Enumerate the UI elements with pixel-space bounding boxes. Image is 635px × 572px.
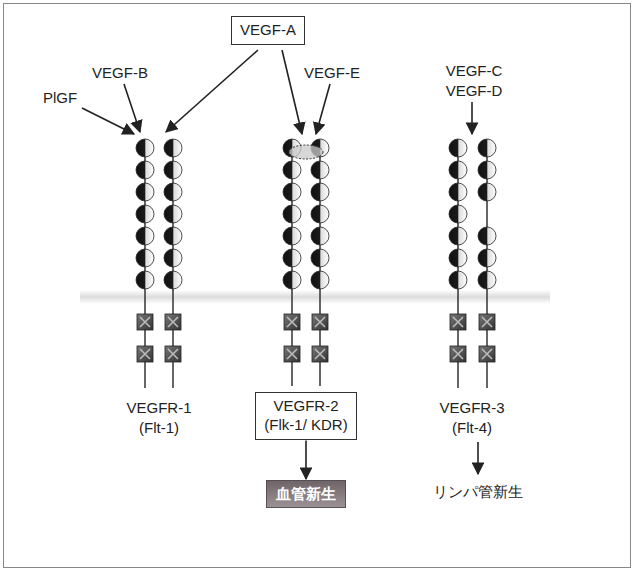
receptor-alias: (Flt-4) xyxy=(452,419,492,437)
receptor-alias: (Flt-1) xyxy=(139,419,179,437)
receptor-label: VEGFR-3 xyxy=(439,399,504,417)
receptor-box: VEGFR-2(Flk-1/ KDR) xyxy=(255,392,356,440)
node-text: VEGFR-2 xyxy=(264,397,347,416)
ligand-label: VEGF-E xyxy=(304,64,360,82)
ligand-label: PlGF xyxy=(43,89,77,107)
ligand-box: VEGF-A xyxy=(231,16,305,45)
outcome-label: リンパ管新生 xyxy=(433,483,523,501)
outcome-box: 血管新生 xyxy=(266,480,346,508)
ligand-label: VEGF-B xyxy=(92,64,148,82)
receptor-label: VEGFR-1 xyxy=(126,399,191,417)
ligand-label: VEGF-C xyxy=(446,62,503,80)
node-text: 血管新生 xyxy=(276,484,336,504)
flow-arrow xyxy=(305,441,307,480)
ligand-label: VEGF-D xyxy=(446,82,503,100)
node-text: (Flk-1/ KDR) xyxy=(264,416,347,435)
node-text: VEGF-A xyxy=(240,21,296,40)
